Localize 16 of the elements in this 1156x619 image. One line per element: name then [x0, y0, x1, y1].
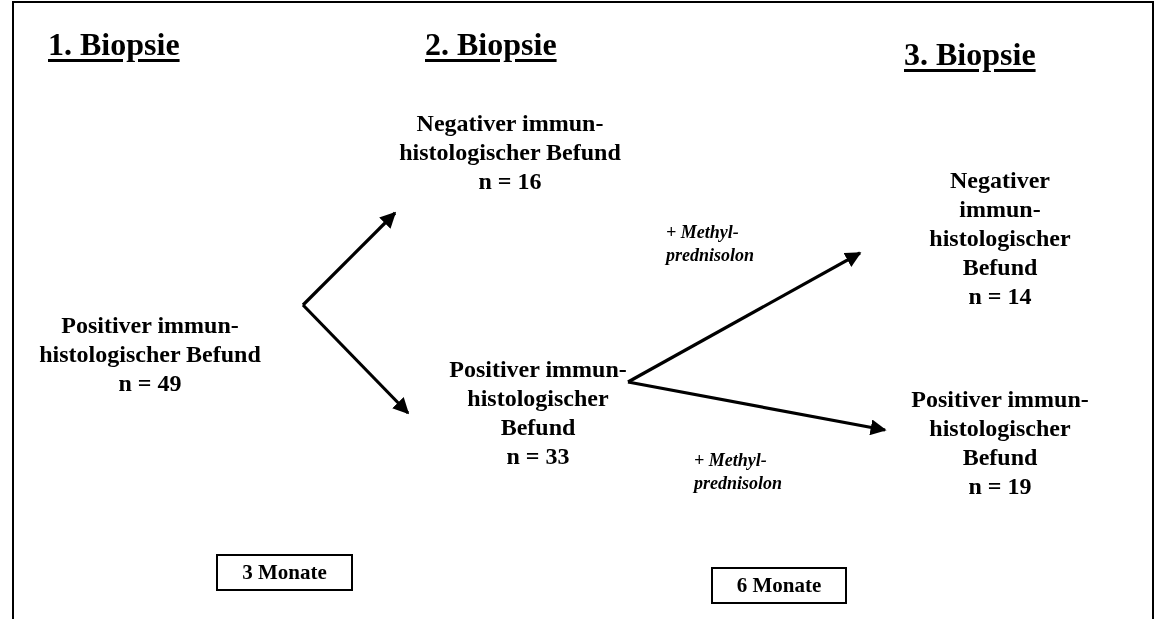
column-heading: 2. Biopsie — [425, 26, 557, 63]
edge-label: + Methyl- prednisolon — [694, 449, 784, 495]
duration-box: 6 Monate — [711, 567, 847, 604]
count-text: n = 16 — [477, 167, 543, 196]
count-text: n = 14 — [967, 282, 1033, 311]
arrow — [301, 211, 397, 307]
count-text: n = 49 — [117, 369, 183, 398]
count-text: n = 19 — [967, 472, 1033, 501]
arrow — [301, 303, 410, 415]
arrow — [627, 380, 887, 436]
duration-box: 3 Monate — [216, 554, 353, 591]
count-text: n = 33 — [505, 442, 571, 471]
column-heading: 3. Biopsie — [904, 36, 1036, 73]
edge-label: + Methyl- prednisolon — [666, 221, 756, 267]
arrow — [627, 251, 862, 384]
column-heading: 1. Biopsie — [48, 26, 180, 63]
